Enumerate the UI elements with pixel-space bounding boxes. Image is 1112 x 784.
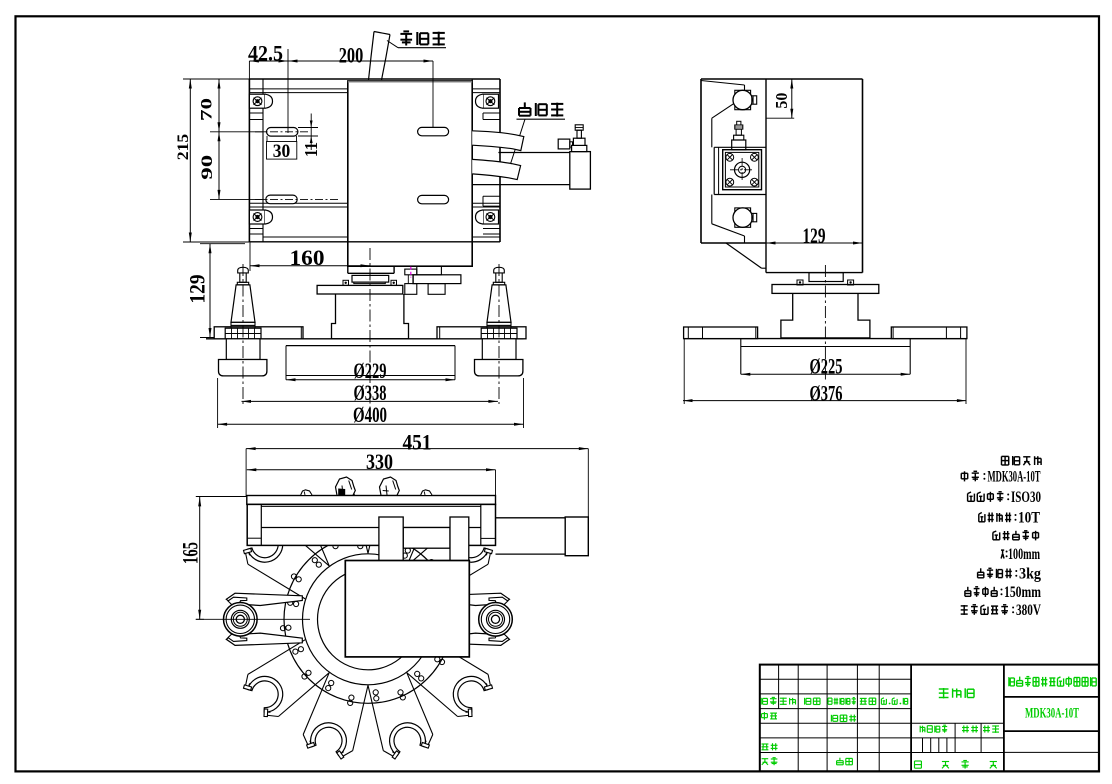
svg-text:160: 160 <box>290 245 325 270</box>
svg-text:129: 129 <box>185 275 210 304</box>
svg-text:129: 129 <box>803 223 826 248</box>
svg-text:3kg: 3kg <box>1019 566 1041 583</box>
svg-text:200: 200 <box>339 42 364 67</box>
svg-text:150mm: 150mm <box>1004 584 1041 601</box>
svg-text:50: 50 <box>772 93 791 109</box>
svg-text:90: 90 <box>199 154 216 179</box>
svg-text:330: 330 <box>366 449 393 474</box>
svg-text:Ø229: Ø229 <box>354 358 387 383</box>
svg-text:MDK30A-10T: MDK30A-10T <box>988 469 1041 486</box>
svg-text:215: 215 <box>175 133 192 160</box>
svg-text:ISO30: ISO30 <box>1011 489 1041 506</box>
svg-text:70: 70 <box>199 98 216 121</box>
svg-text:Ø225: Ø225 <box>810 354 843 379</box>
svg-text:11: 11 <box>301 142 321 157</box>
svg-text:451: 451 <box>403 430 432 455</box>
svg-text:30: 30 <box>273 141 291 162</box>
svg-text:380V: 380V <box>1016 602 1042 619</box>
svg-text:MDK30A-10T: MDK30A-10T <box>1025 706 1079 722</box>
svg-text:Ø400: Ø400 <box>353 402 387 427</box>
svg-text:165: 165 <box>178 542 203 564</box>
svg-text:42.5: 42.5 <box>248 40 283 65</box>
svg-text:100mm: 100mm <box>1008 546 1040 563</box>
svg-text:Ø338: Ø338 <box>354 380 387 405</box>
svg-text:10T: 10T <box>1018 510 1041 527</box>
svg-text:Ø376: Ø376 <box>810 381 843 406</box>
